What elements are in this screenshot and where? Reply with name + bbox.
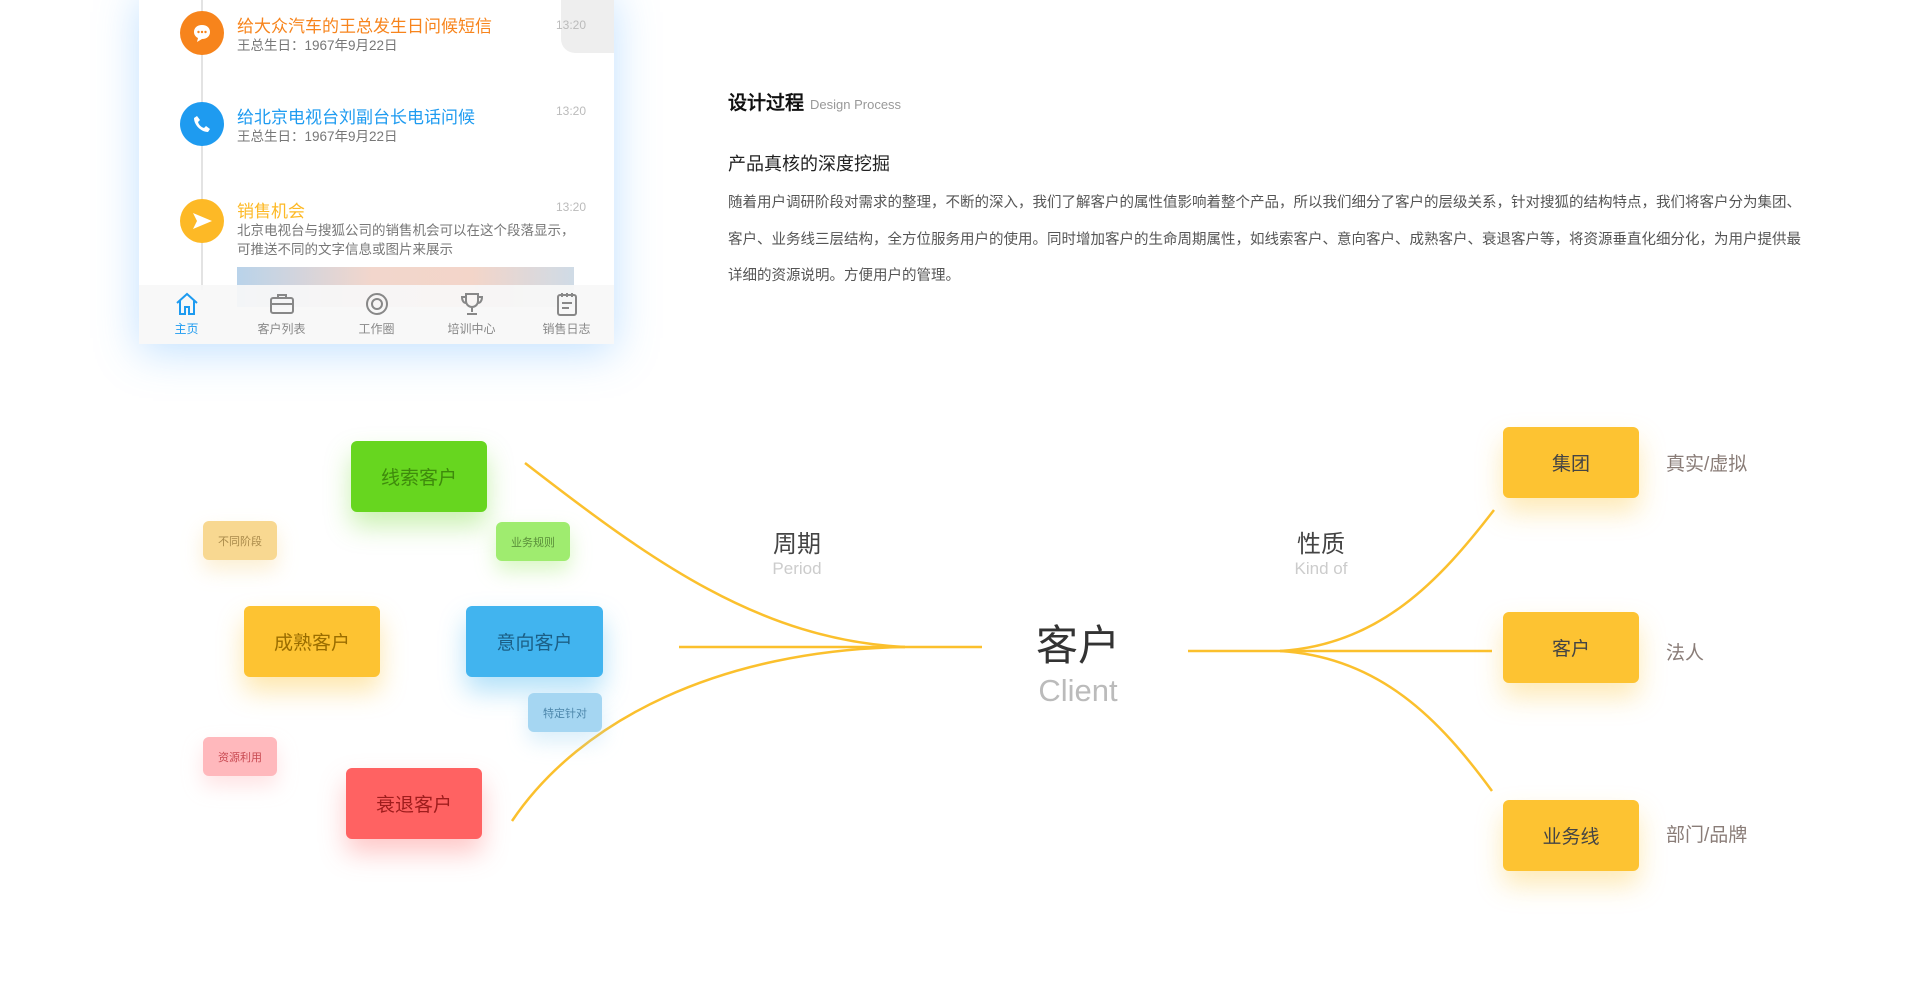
tab-bar: 主页 客户列表 工作圈 培训中心 销售日志 bbox=[139, 285, 614, 344]
tag: 资源利用 bbox=[203, 737, 277, 776]
connector-line bbox=[1279, 649, 1494, 792]
item-subtitle: 王总生日：1967年9月22日 bbox=[237, 38, 398, 53]
tab-home[interactable]: 主页 bbox=[139, 285, 234, 344]
tab-label: 销售日志 bbox=[542, 322, 591, 336]
item-title: 销售机会 bbox=[237, 202, 305, 221]
nature-desc: 法人 bbox=[1666, 643, 1705, 664]
tab-customer-list[interactable]: 客户列表 bbox=[234, 285, 329, 344]
nature-desc: 部门/品牌 bbox=[1666, 825, 1748, 846]
item-subtitle: 北京电视台与搜狐公司的销售机会可以在这个段落显示，可推送不同的文字信息或图片来展… bbox=[237, 223, 575, 257]
tab-label: 培训中心 bbox=[447, 322, 496, 336]
briefcase-icon bbox=[269, 294, 294, 314]
connector-line bbox=[1279, 509, 1495, 653]
section-title: 设计过程 Design Process bbox=[728, 88, 901, 115]
nature-business-line: 业务线 bbox=[1503, 800, 1639, 871]
item-time: 13:20 bbox=[556, 200, 587, 214]
nature-group: 集团 bbox=[1503, 427, 1639, 498]
tab-sales-log[interactable]: 销售日志 bbox=[519, 285, 614, 344]
phone-icon bbox=[180, 102, 224, 146]
item-time: 13:20 bbox=[556, 18, 587, 32]
floating-button[interactable] bbox=[561, 0, 614, 53]
tag: 业务规则 bbox=[496, 522, 570, 561]
nature-desc: 真实/虚拟 bbox=[1666, 454, 1748, 475]
lifecycle-mature: 成熟客户 bbox=[244, 606, 380, 677]
period-zh: 周期 bbox=[773, 531, 821, 558]
lifecycle-intent: 意向客户 bbox=[466, 606, 603, 677]
item-subtitle: 王总生日：1967年9月22日 bbox=[237, 129, 398, 144]
period-label: 周期 Period bbox=[747, 524, 847, 579]
notepad-icon bbox=[556, 293, 577, 316]
connector-line bbox=[524, 462, 906, 649]
trophy-icon bbox=[460, 293, 483, 315]
section-subtitle: 产品真核的深度挖掘 bbox=[728, 154, 890, 174]
lifebuoy-icon bbox=[365, 293, 388, 315]
center-label: 客户 Client bbox=[1008, 612, 1148, 709]
send-icon bbox=[180, 199, 224, 243]
title-en: Design Process bbox=[810, 97, 902, 112]
center-zh: 客户 bbox=[1035, 622, 1120, 669]
nature-customer: 客户 bbox=[1503, 612, 1639, 683]
phone-mockup: 给大众汽车的王总发生日问候短信 王总生日：1967年9月22日 13:20 给北… bbox=[139, 0, 614, 344]
nature-label: 性质 Kind of bbox=[1271, 524, 1371, 579]
item-time: 13:20 bbox=[556, 104, 587, 118]
tab-work-circle[interactable]: 工作圈 bbox=[329, 285, 424, 344]
home-icon bbox=[175, 292, 198, 315]
section-paragraph: 随着用户调研阶段对需求的整理，不断的深入，我们了解客户的属性值影响着整个产品，所… bbox=[728, 195, 1801, 284]
message-icon bbox=[180, 11, 224, 55]
tab-label: 客户列表 bbox=[257, 322, 306, 336]
tab-label: 主页 bbox=[174, 322, 199, 336]
lifecycle-lead: 线索客户 bbox=[351, 441, 487, 512]
tag: 特定针对 bbox=[528, 693, 602, 732]
list-item[interactable] bbox=[180, 102, 224, 146]
nature-en: Kind of bbox=[1294, 559, 1348, 578]
connector-line bbox=[510, 645, 906, 822]
list-item[interactable] bbox=[180, 11, 224, 55]
title-zh: 设计过程 bbox=[728, 93, 805, 114]
nature-zh: 性质 bbox=[1297, 531, 1345, 558]
list-item[interactable] bbox=[180, 199, 224, 243]
center-en: Client bbox=[1038, 673, 1118, 708]
item-title: 给大众汽车的王总发生日问候短信 bbox=[237, 17, 492, 36]
tab-training[interactable]: 培训中心 bbox=[424, 285, 519, 344]
tag: 不同阶段 bbox=[203, 521, 277, 560]
lifecycle-decline: 衰退客户 bbox=[346, 768, 482, 839]
period-en: Period bbox=[772, 559, 822, 578]
tab-label: 工作圈 bbox=[358, 322, 395, 336]
item-title: 给北京电视台刘副台长电话问候 bbox=[237, 108, 475, 127]
